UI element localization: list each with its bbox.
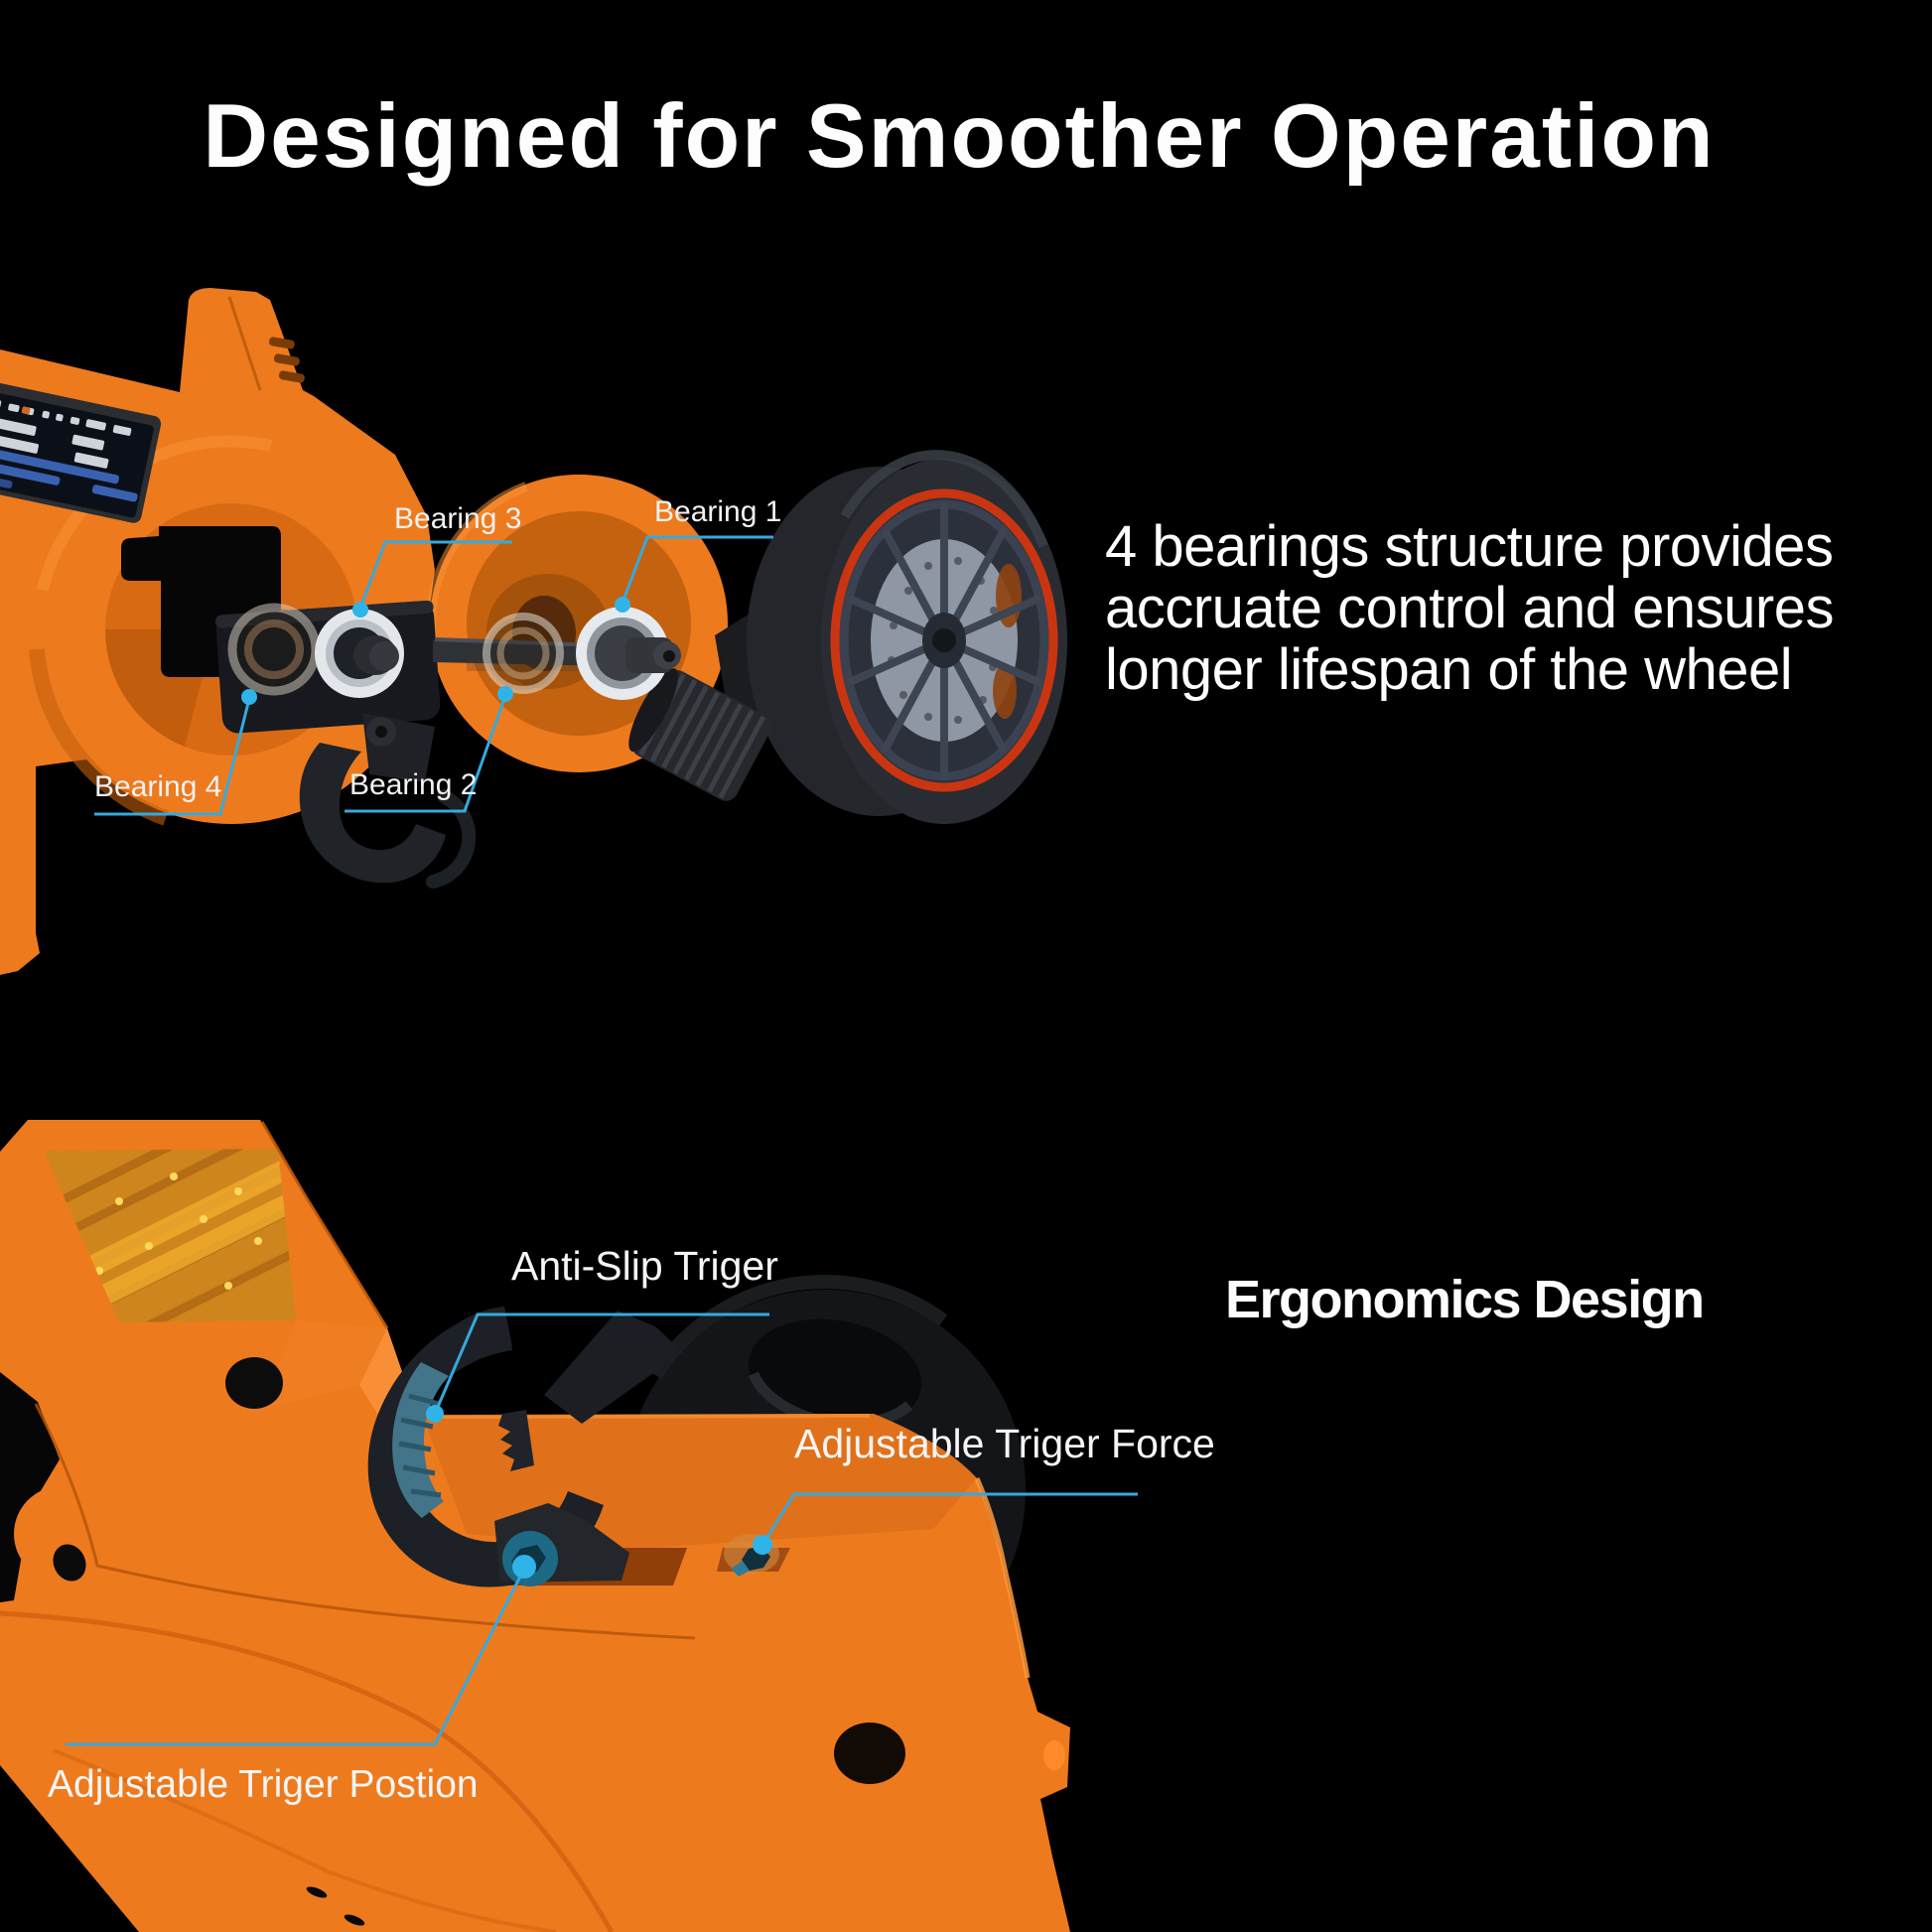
svg-text:Designed for Smoother Operatio: Designed for Smoother Operation [203,86,1715,187]
svg-text:Ergonomics Design: Ergonomics Design [1225,1270,1704,1329]
svg-text:Bearing 1: Bearing 1 [654,495,781,528]
svg-text:Adjustable Triger Force: Adjustable Triger Force [794,1421,1215,1466]
svg-text:Adjustable Triger Postion: Adjustable Triger Postion [48,1763,479,1806]
svg-text:4 bearings structure provides: 4 bearings structure provides [1105,514,1833,579]
svg-text:longer lifespan of the wheel: longer lifespan of the wheel [1105,637,1792,702]
svg-text:Bearing 4: Bearing 4 [94,770,221,803]
svg-text:Bearing 2: Bearing 2 [349,768,477,801]
svg-text:accruate control and ensures: accruate control and ensures [1105,576,1834,640]
svg-text:Anti-Slip Triger: Anti-Slip Triger [511,1243,778,1289]
svg-text:Bearing 3: Bearing 3 [394,502,521,535]
